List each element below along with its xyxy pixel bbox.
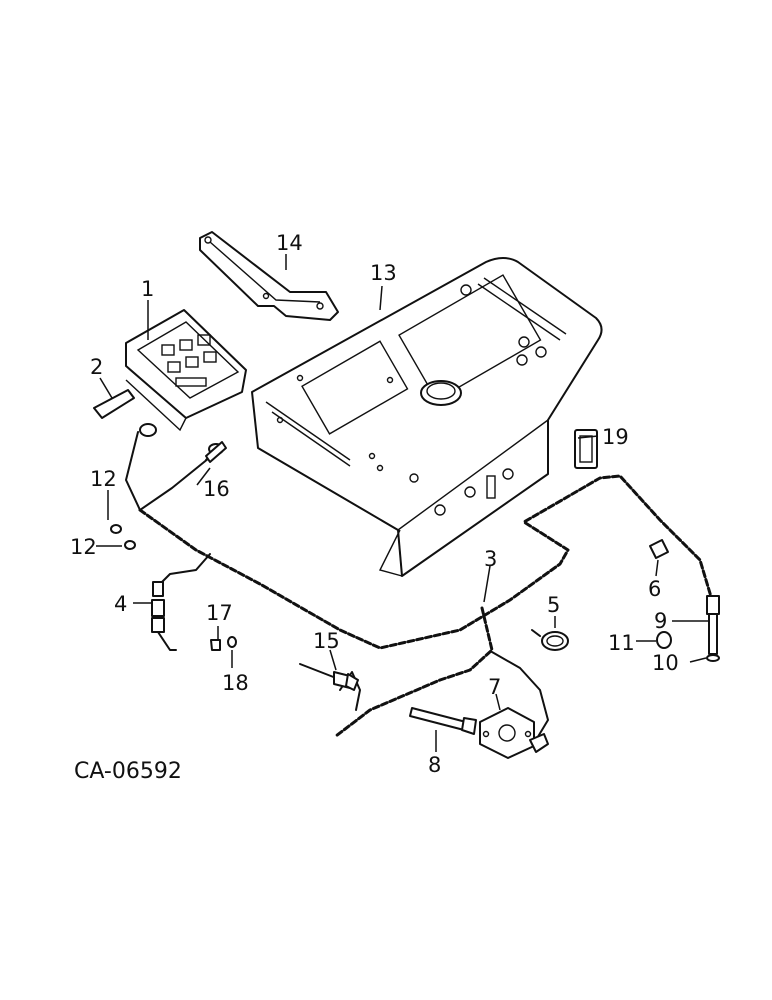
gauge-cluster-part bbox=[125, 309, 247, 432]
callout-14: 14 bbox=[276, 231, 303, 255]
cover-plate-part bbox=[479, 707, 549, 759]
sender-part bbox=[205, 441, 227, 463]
callout-9: 9 bbox=[654, 609, 667, 633]
callout-17: 17 bbox=[206, 601, 233, 625]
callout-1: 1 bbox=[141, 277, 154, 301]
callout-18: 18 bbox=[222, 671, 249, 695]
bolt-part bbox=[409, 707, 477, 735]
hose-clamp-part bbox=[531, 629, 569, 651]
callout-15: 15 bbox=[313, 629, 340, 653]
temperature-sender-part bbox=[299, 663, 359, 691]
callout-11: 11 bbox=[608, 631, 635, 655]
pressure-switch-part bbox=[706, 595, 720, 662]
grommet-part bbox=[110, 524, 136, 550]
figure-id: CA-06592 bbox=[74, 759, 182, 784]
callout-16: 16 bbox=[203, 477, 230, 501]
wiring-harness-part bbox=[125, 423, 714, 741]
callout-5: 5 bbox=[547, 593, 560, 617]
callout-2: 2 bbox=[90, 355, 103, 379]
o-ring-part bbox=[656, 631, 672, 649]
callout-12-bottom: 12 bbox=[70, 535, 97, 559]
callout-10: 10 bbox=[652, 651, 679, 675]
callout-8: 8 bbox=[428, 753, 441, 777]
bracket-part bbox=[199, 231, 339, 321]
clip-part bbox=[649, 539, 669, 559]
callout-6: 6 bbox=[648, 577, 661, 601]
plug-part bbox=[210, 639, 221, 651]
callout-7: 7 bbox=[488, 675, 501, 699]
callout-3: 3 bbox=[484, 547, 497, 571]
callout-13: 13 bbox=[370, 261, 397, 285]
callout-12-top: 12 bbox=[90, 467, 117, 491]
callout-4: 4 bbox=[114, 592, 127, 616]
switch-part bbox=[574, 429, 598, 469]
callout-19: 19 bbox=[602, 425, 629, 449]
washer-part bbox=[227, 636, 237, 648]
leader-lines bbox=[96, 254, 708, 752]
instrument-panel-part bbox=[251, 257, 603, 577]
bezel-bracket-part bbox=[93, 389, 135, 419]
connector-part bbox=[151, 581, 177, 651]
